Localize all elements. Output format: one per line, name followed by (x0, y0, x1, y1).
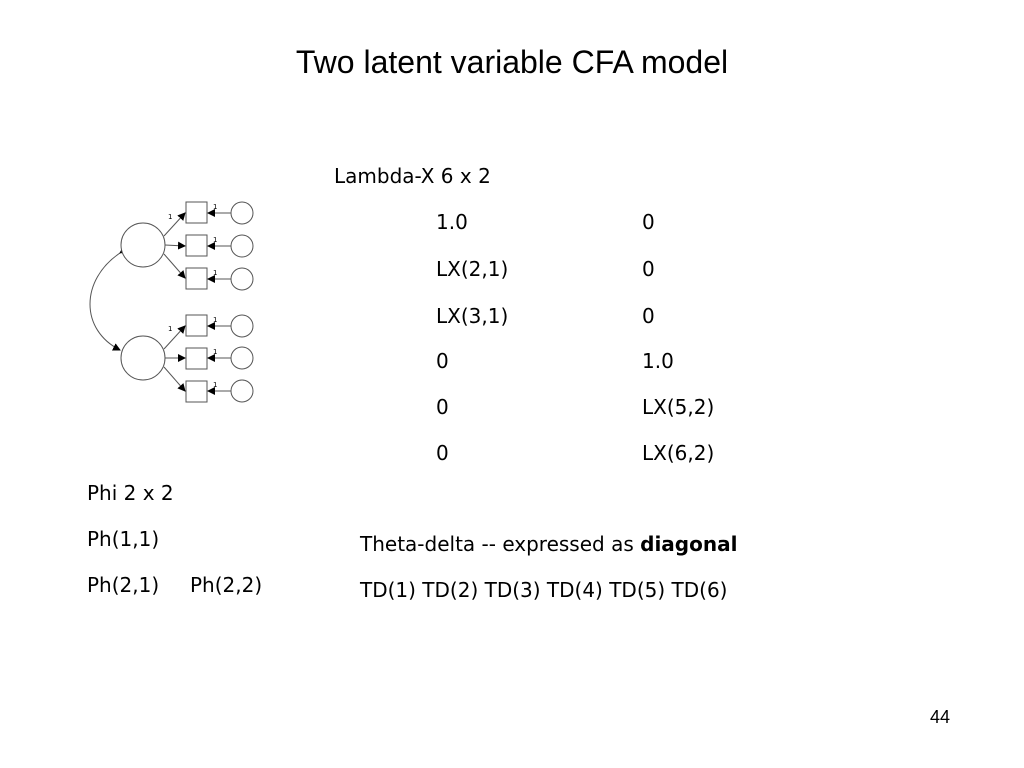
theta-heading-prefix: Theta-delta -- expressed as (360, 532, 641, 556)
error-term (230, 267, 254, 291)
loading-arrow (164, 241, 186, 250)
indicator-box (185, 314, 208, 337)
error-term (230, 314, 254, 338)
lambda-heading: Lambda-X 6 x 2 (334, 164, 491, 188)
phi-cell: Ph(1,1) (87, 527, 160, 551)
lambda-cell: 0 (642, 304, 655, 328)
loading-arrow (163, 212, 186, 237)
cfa-path-diagram: 1 1 1 1 1 1 1 1 (89, 201, 254, 403)
latent-loading-label: 1 (168, 213, 172, 221)
indicator-box (185, 267, 208, 290)
slide-title: Two latent variable CFA model (295, 44, 729, 80)
lambda-cell: LX(5,2) (642, 395, 715, 419)
lambda-cell: 1.0 (436, 210, 468, 234)
phi-heading: Phi 2 x 2 (87, 481, 174, 505)
theta-heading: Theta-delta -- expressed as diagonal (360, 532, 737, 556)
error-loading-label: 1 (213, 348, 217, 356)
lambda-cell: 0 (436, 441, 449, 465)
latent-factor-2 (120, 335, 166, 381)
theta-line: TD(1) TD(2) TD(3) TD(4) TD(5) TD(6) (360, 578, 728, 602)
loading-arrow (163, 366, 186, 392)
theta-heading-bold: diagonal (640, 532, 738, 556)
lambda-cell: LX(6,2) (642, 441, 715, 465)
error-loading-label: 1 (213, 203, 217, 211)
error-term (230, 201, 254, 225)
lambda-cell: 0 (436, 395, 449, 419)
lambda-cell: 0 (642, 210, 655, 234)
error-loading-label: 1 (213, 381, 217, 389)
error-term (230, 346, 254, 370)
phi-cell: Ph(2,2) (190, 573, 263, 597)
slide-number: 44 (930, 707, 951, 727)
loading-arrow (163, 325, 186, 350)
lambda-cell: 1.0 (642, 349, 674, 373)
covariance-path (89, 245, 129, 351)
lambda-cell: LX(2,1) (436, 257, 509, 281)
error-loading-label: 1 (213, 236, 217, 244)
loading-arrow (163, 253, 186, 279)
lambda-cell: 0 (642, 257, 655, 281)
error-loading-label: 1 (213, 316, 217, 324)
indicator-box (185, 380, 208, 403)
lambda-cell: LX(3,1) (436, 304, 509, 328)
phi-cell: Ph(2,1) (87, 573, 160, 597)
indicator-box (185, 201, 208, 224)
error-loading-label: 1 (213, 269, 217, 277)
latent-factor-1 (120, 222, 166, 268)
latent-loading-label: 1 (168, 325, 172, 333)
error-term (230, 379, 254, 403)
indicator-box (185, 234, 208, 257)
lambda-cell: 0 (436, 349, 449, 373)
error-term (230, 234, 254, 258)
indicator-box (185, 347, 208, 370)
